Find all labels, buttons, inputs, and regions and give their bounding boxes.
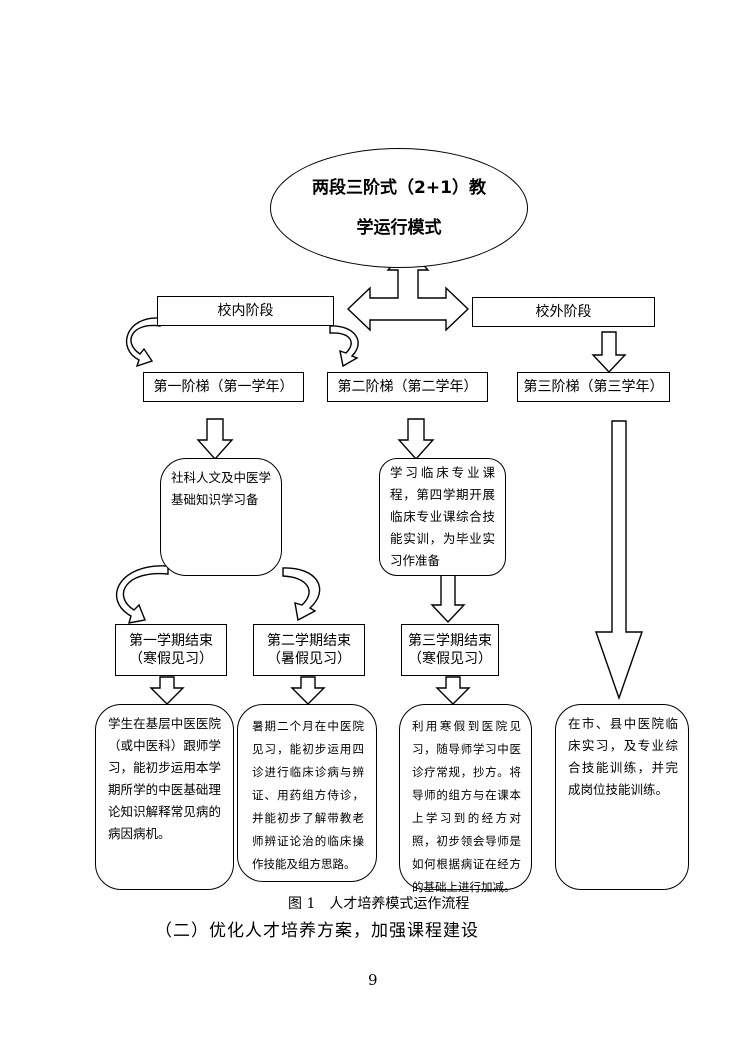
curved-arrow-icon — [115, 565, 169, 624]
semester-3-line1: 第三学期结束 — [408, 633, 492, 649]
ellipse-line-1: 两段三阶式（2+1）教 — [312, 178, 486, 198]
ellipse-line-2: 学运行模式 — [356, 218, 442, 238]
semester-1-line1: 第一学期结束 — [129, 633, 213, 649]
triple-arrow-icon — [346, 246, 470, 332]
semester-2: 第二学期结束 （暑假见习） — [253, 624, 365, 676]
detail-1-text: 学生在基层中医医院（或中医科）跟师学习，能初步运用本学期所学的中医基础理论知识解… — [108, 716, 221, 841]
prep-second: 学习临床专业课程，第四学期开展临床专业课综合技能实训，为毕业实习作准备 — [379, 458, 506, 576]
semester-1-line2: （寒假见习） — [129, 651, 213, 667]
stage-school: 校内阶段 — [157, 296, 334, 326]
semester-2-line2: （暑假见习） — [267, 651, 351, 667]
title-ellipse: 两段三阶式（2+1）教 学运行模式 — [270, 148, 528, 268]
detail-2: 暑期二个月在中医院见习，能初步运用四诊进行临床诊病与辨证、用药组方侍诊，并能初步… — [237, 704, 377, 882]
down-arrow-icon — [591, 331, 627, 374]
prep-first: 社科人文及中医学基础知识学习备 — [160, 458, 282, 576]
page-number: 9 — [368, 971, 378, 989]
curved-arrow-icon — [282, 567, 321, 622]
ladder-third: 第三阶梯（第三学年） — [517, 372, 670, 402]
figure-caption: 图 1 人才培养模式运作流程 — [288, 896, 470, 912]
long-down-arrow-icon — [595, 420, 643, 701]
detail-3: 利用寒假到医院见习，随导师学习中医诊疗常规，抄方。将导师的组方与在课本上学习到的… — [399, 704, 532, 894]
down-arrow-icon — [149, 676, 185, 705]
stage-outside: 校外阶段 — [472, 297, 655, 327]
semester-3-line2: （寒假见习） — [408, 651, 492, 667]
curved-arrow-icon — [125, 317, 161, 368]
down-arrow-icon — [397, 418, 435, 461]
detail-4-text: 在市、县中医院临床实习，及专业综合技能训练，并完成岗位技能训练。 — [568, 716, 678, 797]
prep-first-text: 社科人文及中医学基础知识学习备 — [171, 470, 272, 507]
section-subheading: （二）优化人才培养方案，加强课程建设 — [155, 921, 479, 941]
semester-1: 第一学期结束 （寒假见习） — [115, 624, 227, 676]
detail-1: 学生在基层中医医院（或中医科）跟师学习，能初步运用本学期所学的中医基础理论知识解… — [95, 704, 234, 890]
semester-3: 第三学期结束 （寒假见习） — [401, 624, 499, 676]
prep-second-text: 学习临床专业课程，第四学期开展临床专业课综合技能实训，为毕业实习作准备 — [390, 465, 495, 568]
curved-arrow-icon — [329, 325, 359, 368]
detail-2-text: 暑期二个月在中医院见习，能初步运用四诊进行临床诊病与辨证、用药组方侍诊，并能初步… — [252, 719, 364, 871]
ladder-second: 第二阶梯（第二学年） — [327, 372, 488, 402]
down-arrow-icon — [196, 418, 234, 461]
detail-3-text: 利用寒假到医院见习，随导师学习中医诊疗常规，抄方。将导师的组方与在课本上学习到的… — [412, 719, 521, 894]
semester-2-line1: 第二学期结束 — [267, 633, 351, 649]
down-arrow-icon — [430, 574, 466, 624]
down-arrow-icon — [290, 676, 326, 705]
detail-4: 在市、县中医院临床实习，及专业综合技能训练，并完成岗位技能训练。 — [555, 704, 689, 890]
down-arrow-icon — [435, 676, 471, 705]
ladder-first: 第一阶梯（第一学年） — [143, 372, 304, 402]
